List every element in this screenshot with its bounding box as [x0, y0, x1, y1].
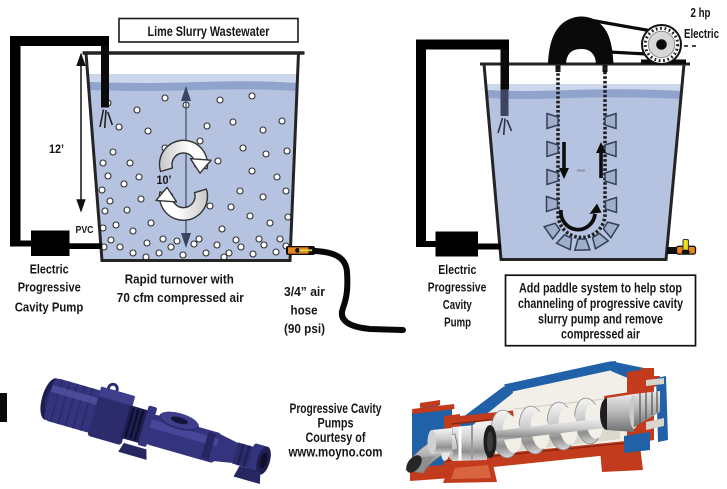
svg-text:Cavity Pump: Cavity Pump: [15, 300, 84, 315]
svg-text:3/4” air: 3/4” air: [284, 284, 325, 299]
svg-text:Pumps: Pumps: [318, 416, 354, 431]
svg-text:(90 psi): (90 psi): [284, 321, 325, 336]
svg-text:Electric: Electric: [30, 262, 69, 277]
svg-text:2 hp: 2 hp: [691, 5, 711, 20]
svg-text:compressed air: compressed air: [561, 327, 641, 342]
svg-text:70 cfm compressed air: 70 cfm compressed air: [117, 290, 244, 305]
svg-text:Add paddle system to help stop: Add paddle system to help stop: [519, 281, 682, 296]
svg-text:Courtesy of: Courtesy of: [306, 430, 366, 445]
svg-text:hose: hose: [291, 303, 318, 318]
svg-text:channeling of progressive cavi: channeling of progressive cavity: [518, 296, 683, 311]
svg-text:Progressive: Progressive: [18, 280, 81, 295]
svg-text:Progressive Cavity: Progressive Cavity: [290, 401, 382, 416]
svg-text:Progressive: Progressive: [428, 280, 487, 295]
svg-text:slurry pump and remove: slurry pump and remove: [538, 312, 663, 327]
svg-text:Rapid turnover with: Rapid turnover with: [125, 272, 234, 287]
svg-text:10’: 10’: [157, 173, 172, 187]
svg-text:www.moyno.com: www.moyno.com: [288, 445, 383, 460]
svg-text:Lime Slurry Wastewater: Lime Slurry Wastewater: [148, 24, 271, 39]
svg-text:Electric: Electric: [684, 26, 719, 41]
svg-text:Pump: Pump: [444, 315, 471, 330]
svg-text:Cavity: Cavity: [443, 297, 473, 312]
svg-text:PVC: PVC: [76, 225, 94, 236]
svg-text:12’: 12’: [49, 144, 64, 156]
svg-text:Electric: Electric: [438, 262, 476, 277]
